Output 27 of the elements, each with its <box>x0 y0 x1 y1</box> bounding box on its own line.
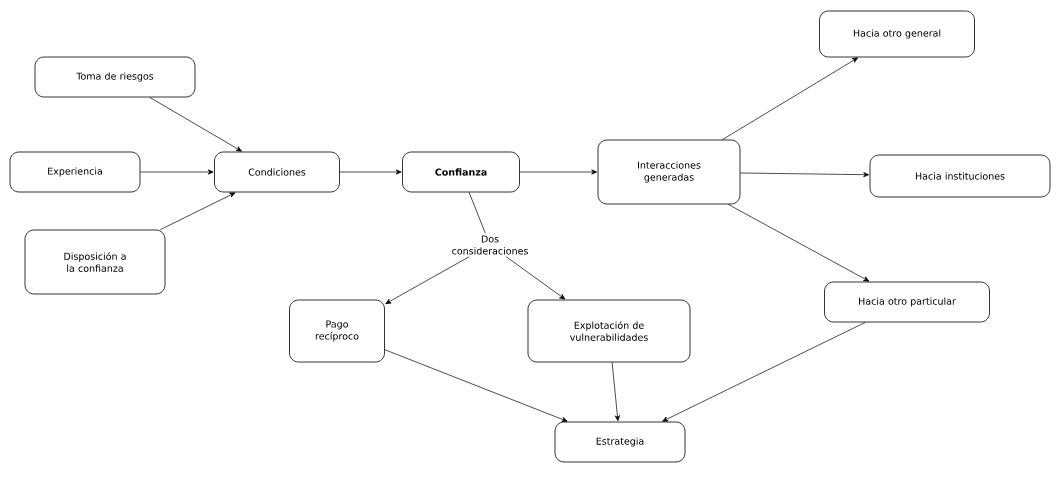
arrow <box>662 322 866 422</box>
process-box: Hacia otro general <box>819 10 975 58</box>
process-box: Disposición a la confianza <box>24 229 166 295</box>
process-box: Hacia otro particular <box>824 281 990 323</box>
process-box: Condiciones <box>214 151 340 193</box>
process-box: Estrategia <box>554 421 686 463</box>
arrow <box>505 256 566 300</box>
process-box: Explotación de vulnerabilidades <box>527 299 691 363</box>
arrow <box>611 362 620 422</box>
process-box: Experiencia <box>9 151 141 193</box>
arrow <box>519 169 598 175</box>
arrow <box>385 256 470 305</box>
arrow <box>384 349 568 422</box>
arrow <box>160 192 236 230</box>
process-box: Interacciones generadas <box>597 139 741 205</box>
process-box: Confianza <box>402 151 520 193</box>
arrow <box>722 57 858 140</box>
connector-line <box>468 192 486 234</box>
arrow <box>140 169 214 175</box>
arrow <box>727 204 870 282</box>
process-box: Hacia instituciones <box>869 154 1051 198</box>
process-box: Toma de riesgos <box>34 56 196 98</box>
process-box: Pago recíproco <box>289 299 385 363</box>
text-label: Dos consideraciones <box>452 235 528 255</box>
arrow <box>339 169 402 175</box>
arrow <box>740 172 870 178</box>
arrow <box>149 97 242 152</box>
